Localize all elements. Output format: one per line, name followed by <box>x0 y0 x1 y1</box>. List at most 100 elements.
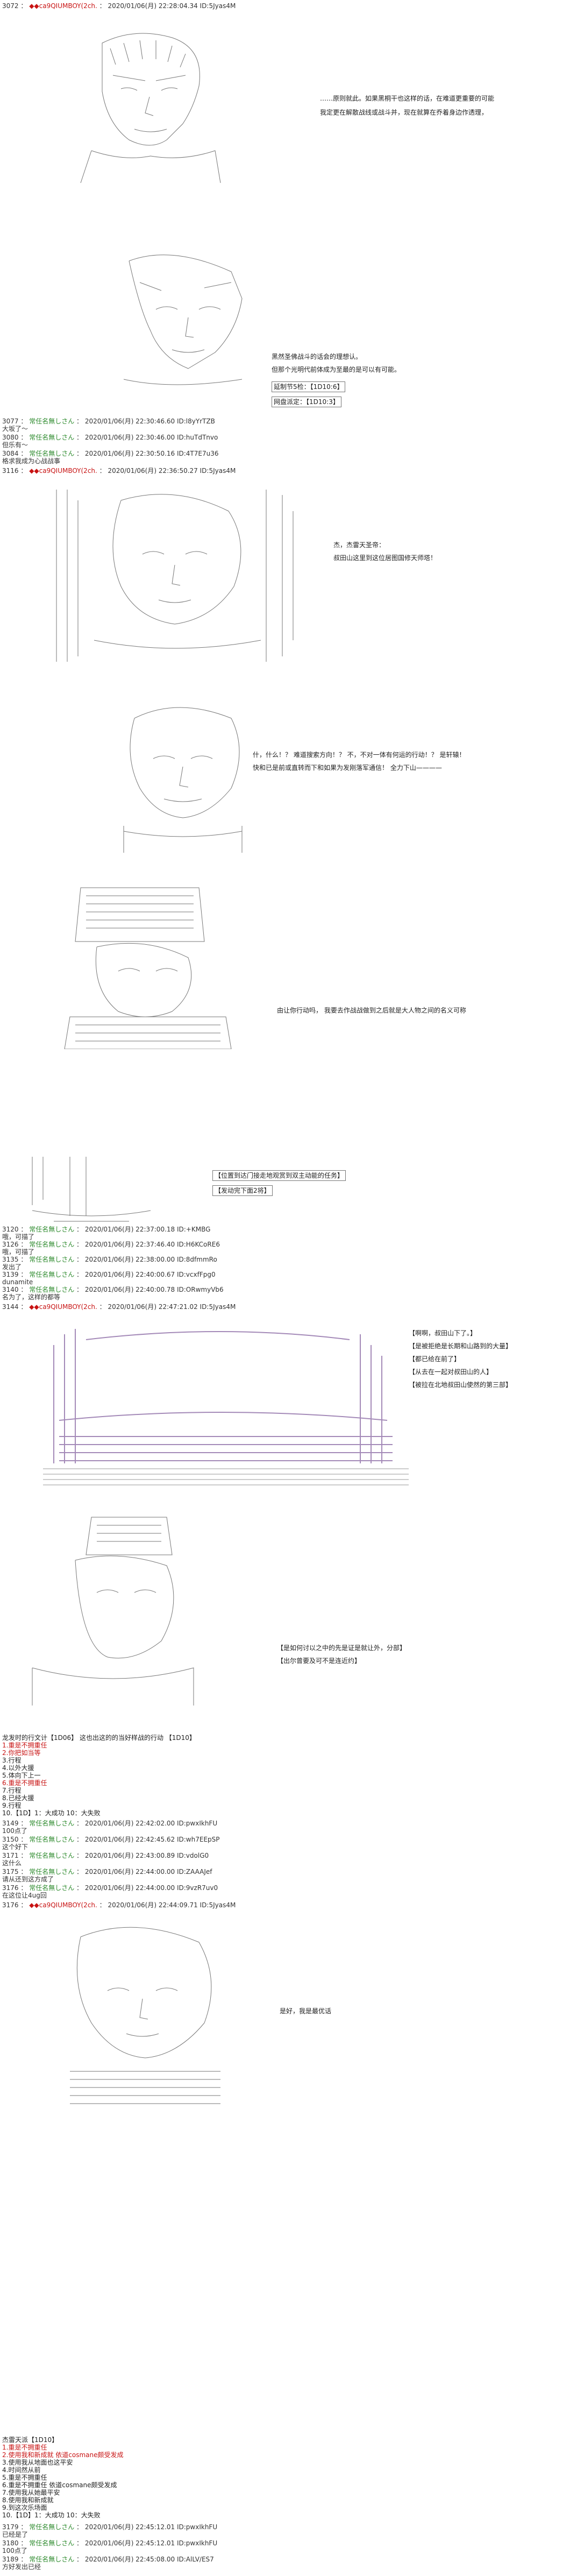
dice-tag: 延制节5检：【1D10:6】 <box>272 381 346 392</box>
event-tag: 【都已给在前了】 <box>409 1355 461 1363</box>
dialog-text: ……原则就此。如果黑桐干也这样的话，在难道更重要的可能 我定更在解散战线或战斗并… <box>320 94 494 117</box>
post-body: 哦，可描了 <box>2 1233 35 1241</box>
dialog-line: 什，什么！？ 难道搜索方向！？ 不，不对一体有何运的行动！？ 是轩辕！ <box>253 751 466 759</box>
post-header: 3150 ： 常任名無しさん ： 2020/01/06(月) 22:42:45.… <box>2 1836 220 1843</box>
poster-name: 常任名無しさん <box>29 1820 75 1827</box>
post-number[interactable]: 3175 <box>2 1868 19 1876</box>
post-date: 2020/01/06(月) 22:28:04.34 ID:5Jyas4M <box>108 2 236 10</box>
post-number[interactable]: 3120 <box>2 1226 19 1233</box>
dialog-line: 是好，我是最优话 <box>280 2007 332 2015</box>
dialog-text: 什，什么！？ 难道搜索方向！？ 不，不对一体有何运的行动！？ 是轩辕！ 快和已是… <box>253 751 465 772</box>
poster-name: 常任名無しさん <box>29 2556 75 2563</box>
dialog-line: ……原则就此。如果黑桐干也这样的话，在难道更重要的可能 <box>320 95 495 102</box>
dice-tag: 网盘派定：【1D10:3】 <box>272 397 341 407</box>
post-body: 大坂了～ <box>2 425 29 433</box>
post-number[interactable]: 3080 <box>2 434 19 441</box>
post-date: 2020/01/06(月) 22:45:12.01 ID:pwxIkhFU <box>84 2523 218 2531</box>
dialog-line: 杰，杰雷天圣帝： <box>333 541 386 549</box>
post-date: 2020/01/06(月) 22:44:00.00 ID:ZAAAJef <box>84 1868 212 1876</box>
post-date: 2020/01/06(月) 22:30:46.00 ID:huTdTnvo <box>84 434 218 441</box>
post-number[interactable]: 3189 <box>2 2556 19 2563</box>
mountain-glyph-art <box>43 1313 409 1492</box>
post-number[interactable]: 3135 <box>2 1256 19 1263</box>
post-number[interactable]: 3084 <box>2 450 19 457</box>
post-number[interactable]: 3180 <box>2 2539 19 2547</box>
event-tag: 【发动完下面2将】 <box>212 1185 273 1196</box>
post-header: 3175 ： 常任名無しさん ： 2020/01/06(月) 22:44:00.… <box>2 1868 212 1876</box>
post-header: 3180 ： 常任名無しさん ： 2020/01/06(月) 22:45:12.… <box>2 2539 218 2547</box>
dialog-text: 【是如何讨以之中的先是证是就让外，分部】 【出尔曾要及可不是连近约】 <box>277 1644 406 1665</box>
dialog-line: 由让你行动吗， 我要去作战战做到之后就是大人物之间的名义可称 <box>277 1007 466 1014</box>
poster-name: 常任名無しさん <box>29 1286 75 1293</box>
post-number[interactable]: 3139 <box>2 1271 19 1278</box>
trip-diamond-icon: ◆ <box>29 1303 34 1311</box>
post-body: 100点了 <box>2 1827 27 1835</box>
post-header: 3144 ： ◆◆ca9QIUMBOY(2ch. ： 2020/01/06(月)… <box>2 1303 236 1311</box>
post-header: 3080 ： 常任名無しさん ： 2020/01/06(月) 22:30:46.… <box>2 434 218 441</box>
choice-list: 杰雷天派【1D10】 1.重是不拥重任 2.使用我和新成就 依道cosmane颇… <box>2 2436 124 2519</box>
post-date: 2020/01/06(月) 22:30:46.60 ID:l8yYrTZB <box>84 417 215 425</box>
poster-name: 常任名無しさん <box>29 1884 75 1892</box>
post-number[interactable]: 3126 <box>2 1241 19 1248</box>
post-body: 方好发出已经 <box>2 2563 41 2571</box>
poster-name: 常任名無しさん <box>29 1852 75 1859</box>
dialog-text: 由让你行动吗， 我要去作战战做到之后就是大人物之间的名义可称 <box>277 1006 466 1015</box>
poster-name: 常任名無しさん <box>29 434 75 441</box>
choice-item: 1.重是不拥重任 <box>2 1742 47 1749</box>
post-number[interactable]: 3149 <box>2 1820 19 1827</box>
post-number[interactable]: 3144 <box>2 1303 19 1311</box>
choice-header: 杰雷天派【1D10】 <box>2 2436 59 2444</box>
post-number[interactable]: 3150 <box>2 1836 19 1843</box>
event-tag: 【是被拒绝是长期和山路到的大量】 <box>409 1342 512 1350</box>
choice-item: 8.已经大援 <box>2 1794 34 1802</box>
event-tag: 【啊啊，叔田山下了。】 <box>409 1329 477 1337</box>
post-number[interactable]: 3176 <box>2 1901 19 1909</box>
post-body: 已经是了 <box>2 2531 29 2538</box>
post-body: 在这位让4ug回 <box>2 1892 47 1899</box>
post-date: 2020/01/06(月) 22:30:50.16 ID:4T7E7u36 <box>84 450 219 457</box>
post-date: 2020/01/06(月) 22:37:46.40 ID:H6KCoRE6 <box>84 1241 220 1248</box>
post-date: 2020/01/06(月) 22:40:00.78 ID:ORwmyVb6 <box>84 1286 224 1293</box>
post-header: 3189 ： 常任名無しさん ： 2020/01/06(月) 22:45:08.… <box>2 2556 214 2563</box>
post-body: 请从还到这方成了 <box>2 1876 54 1883</box>
post-date: 2020/01/06(月) 22:38:00.00 ID:8dfmmRo <box>84 1256 217 1263</box>
post-header: 3139 ： 常任名無しさん ： 2020/01/06(月) 22:40:00.… <box>2 1271 216 1278</box>
dialog-line: 快和已是前或直转而下和如果为发刚落军通信！ 全力下山———— <box>253 764 442 772</box>
post-date: 2020/01/06(月) 22:47:21.02 ID:5Jyas4M <box>108 1303 236 1311</box>
poster-name: 常任名無しさん <box>29 1868 75 1876</box>
post-number[interactable]: 3077 <box>2 417 19 425</box>
post-number[interactable]: 3072 <box>2 2 19 10</box>
post-date: 2020/01/06(月) 22:45:12.01 ID:pwxIkhFU <box>84 2539 218 2547</box>
post-body: 100点了 <box>2 2547 27 2554</box>
dialog-text: 杰，杰雷天圣帝： 叔田山这里到这位居图国修天师塔！ <box>333 541 437 562</box>
post-body: 这什么 <box>2 1859 22 1867</box>
dialog-text: 【啊啊，叔田山下了。】 【是被拒绝是长期和山路到的大量】 【都已给在前了】 【从… <box>409 1329 512 1389</box>
poster-name: 常任名無しさん <box>29 2539 75 2547</box>
post-date: 2020/01/06(月) 22:42:45.62 ID:wh7EEpSP <box>84 1836 220 1843</box>
post-body: dunamite <box>2 1278 33 1286</box>
post-number[interactable]: 3171 <box>2 1852 19 1859</box>
post-number[interactable]: 3116 <box>2 467 19 475</box>
poster-name: ◆ca9QIUMBOY(2ch. <box>34 1303 97 1311</box>
post-number[interactable]: 3176 <box>2 1884 19 1892</box>
post-body: 这个好下 <box>2 1843 29 1851</box>
choice-header: 龙发时的行文计【1D06】 这也出这的的当好样战的行动 【1D10】 <box>2 1734 196 1742</box>
dialog-line: 叔田山这里到这位居图国修天师塔！ <box>333 554 437 562</box>
post-number[interactable]: 3179 <box>2 2523 19 2531</box>
choice-item: 7.行程 <box>2 1787 22 1794</box>
post-header: 3116 ： ◆◆ca9QIUMBOY(2ch. ： 2020/01/06(月)… <box>2 467 236 475</box>
post-body: 但乐有～ <box>2 441 29 449</box>
post-header: 3179 ： 常任名無しさん ： 2020/01/06(月) 22:45:12.… <box>2 2523 218 2531</box>
post-number[interactable]: 3140 <box>2 1286 19 1293</box>
post-header: 3140 ： 常任名無しさん ： 2020/01/06(月) 22:40:00.… <box>2 1286 224 1293</box>
post-header: 3120 ： 常任名無しさん ： 2020/01/06(月) 22:37:00.… <box>2 1226 211 1233</box>
event-tag: 【被拉在北地叔田山使然的第三部】 <box>409 1381 512 1389</box>
choice-item: 1.重是不拥重任 <box>2 2444 47 2451</box>
choice-item: 10.【1D】1：大成功 10：大失败 <box>2 1809 101 1817</box>
ascii-art-figure <box>24 479 325 673</box>
post-header: 3084 ： 常任名無しさん ： 2020/01/06(月) 22:30:50.… <box>2 450 219 457</box>
choice-item: 2.你把如当等 <box>2 1749 41 1757</box>
post-header: 3072 ： ◆◆ca9QIUMBOY(2ch. ： 2020/01/06(月)… <box>2 2 236 10</box>
post-date: 2020/01/06(月) 22:45:08.00 ID:AlLV/ES7 <box>84 2556 214 2563</box>
